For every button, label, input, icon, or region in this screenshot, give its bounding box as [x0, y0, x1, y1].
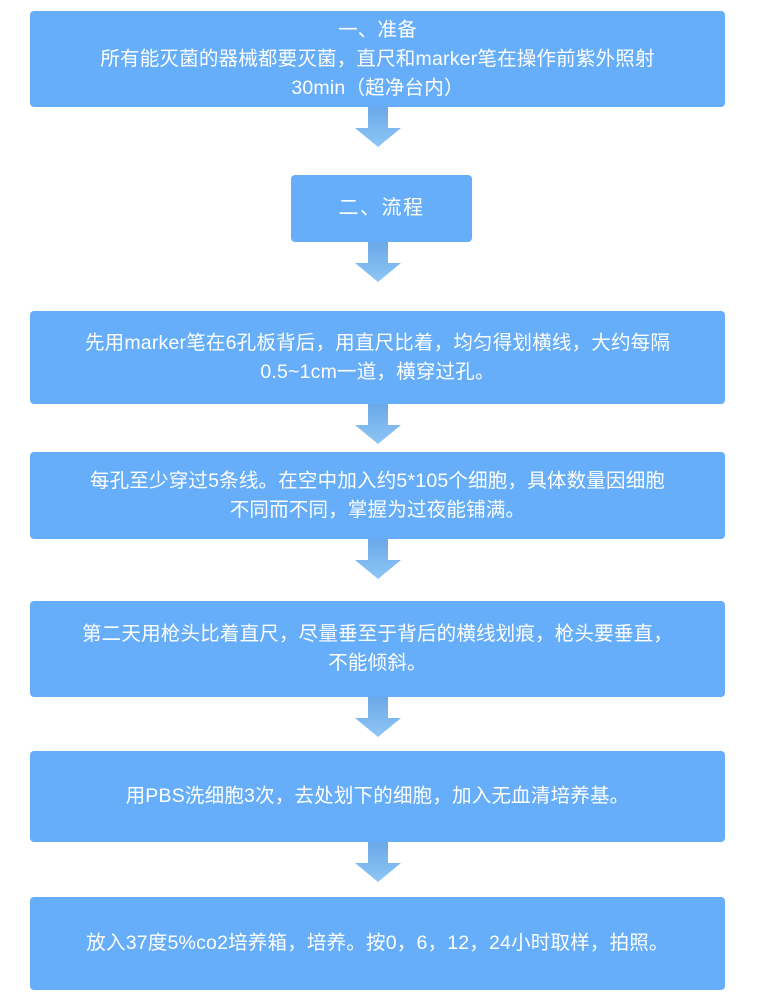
flow-arrow-1 [355, 107, 401, 147]
flow-node-seed-cells[interactable]: 每孔至少穿过5条线。在空中加入约5*105个细胞，具体数量因细胞 不同而不同，掌… [30, 452, 725, 539]
flow-node-procedure-header-label: 二、流程 [338, 197, 425, 219]
flow-node-scratch[interactable]: 第二天用枪头比着直尺，尽量垂至于背后的横线划痕，枪头要垂直， 不能倾斜。 [30, 601, 725, 697]
flow-node-preparation-label: 一、准备 所有能灭菌的器械都要灭菌，直尺和marker笔在操作前紫外照射 30m… [100, 18, 655, 99]
flow-node-wash[interactable]: 用PBS洗细胞3次，去处划下的细胞，加入无血清培养基。 [30, 751, 725, 842]
flow-arrow-6 [355, 842, 401, 882]
flow-node-scratch-label: 第二天用枪头比着直尺，尽量垂至于背后的横线划痕，枪头要垂直， 不能倾斜。 [81, 623, 673, 674]
flow-node-incubate[interactable]: 放入37度5%co2培养箱，培养。按0，6，12，24小时取样，拍照。 [30, 897, 725, 990]
flow-node-procedure-header[interactable]: 二、流程 [291, 175, 472, 242]
flow-node-draw-lines[interactable]: 先用marker笔在6孔板背后，用直尺比着，均匀得划横线，大约每隔 0.5~1c… [30, 311, 725, 404]
flow-node-preparation[interactable]: 一、准备 所有能灭菌的器械都要灭菌，直尺和marker笔在操作前紫外照射 30m… [30, 11, 725, 107]
flow-arrow-4 [355, 539, 401, 579]
flow-node-incubate-label: 放入37度5%co2培养箱，培养。按0，6，12，24小时取样，拍照。 [86, 932, 669, 954]
flow-node-wash-label: 用PBS洗细胞3次，去处划下的细胞，加入无血清培养基。 [125, 785, 630, 807]
flow-arrow-5 [355, 697, 401, 737]
flow-arrow-2 [355, 242, 401, 282]
flow-node-seed-cells-label: 每孔至少穿过5条线。在空中加入约5*105个细胞，具体数量因细胞 不同而不同，掌… [89, 469, 666, 521]
flow-arrow-3 [355, 404, 401, 444]
flow-node-draw-lines-label: 先用marker笔在6孔板背后，用直尺比着，均匀得划横线，大约每隔 0.5~1c… [84, 331, 671, 383]
